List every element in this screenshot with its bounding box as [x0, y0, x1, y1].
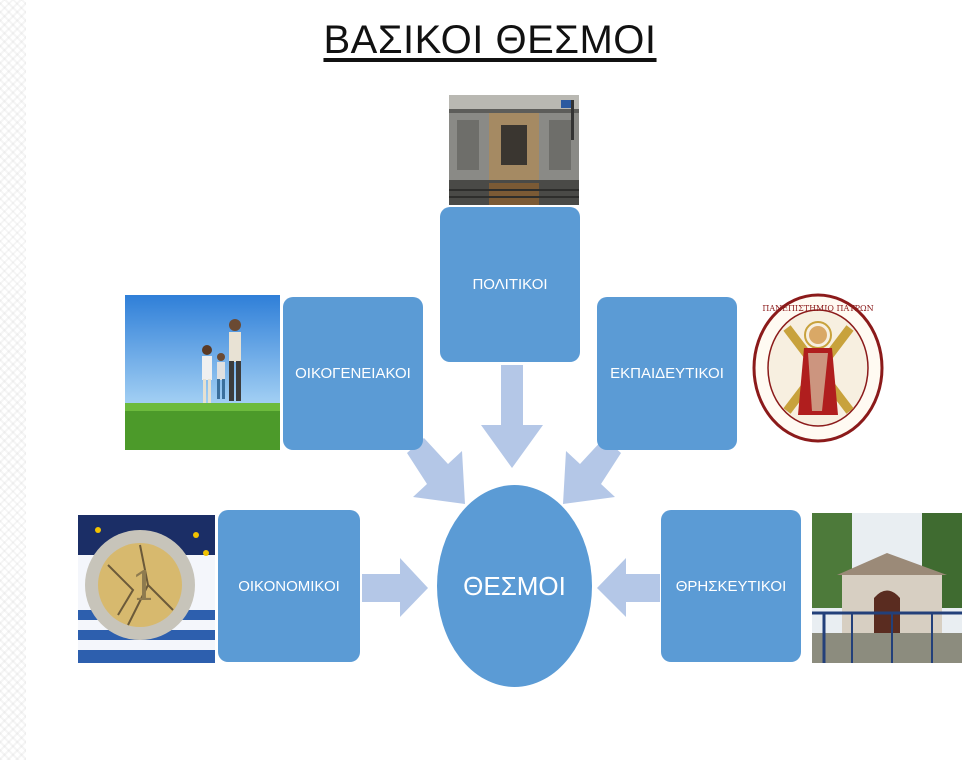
arrow-from-political [481, 365, 543, 468]
arrow-from-educational [563, 438, 621, 504]
page-edge-texture [0, 0, 26, 760]
arrow-from-family [407, 438, 465, 504]
box-family: ΟΙΚΟΓΕΝΕΙΑΚΟΙ [283, 297, 423, 450]
page-title: ΒΑΣΙΚΟΙ ΘΕΣΜΟΙ [323, 18, 657, 62]
family-photo [125, 295, 280, 450]
chapel-photo [812, 513, 962, 663]
arrow-from-economic [362, 558, 428, 617]
euro-coin-photo: 1 [78, 515, 215, 663]
box-educational: ΕΚΠΑΙΔΕΥΤΙΚΟΙ [597, 297, 737, 450]
university-seal: ΠΑΝΕΠΙΣΤΗΜΙΟ ΠΑΤΡΩΝ [752, 293, 885, 443]
box-religious: ΘΡΗΣΚΕΥΤΙΚΟΙ [661, 510, 801, 662]
box-economic: ΟΙΚΟΝΟΜΙΚΟΙ [218, 510, 360, 662]
parliament-photo [449, 95, 579, 205]
seal-text: ΠΑΝΕΠΙΣΤΗΜΙΟ ΠΑΤΡΩΝ [762, 304, 873, 313]
arrow-from-religious [597, 558, 660, 617]
center-circle: ΘΕΣΜΟΙ [437, 485, 592, 687]
box-political: ΠΟΛΙΤΙΚΟΙ [440, 207, 580, 362]
svg-text:1: 1 [131, 564, 156, 610]
